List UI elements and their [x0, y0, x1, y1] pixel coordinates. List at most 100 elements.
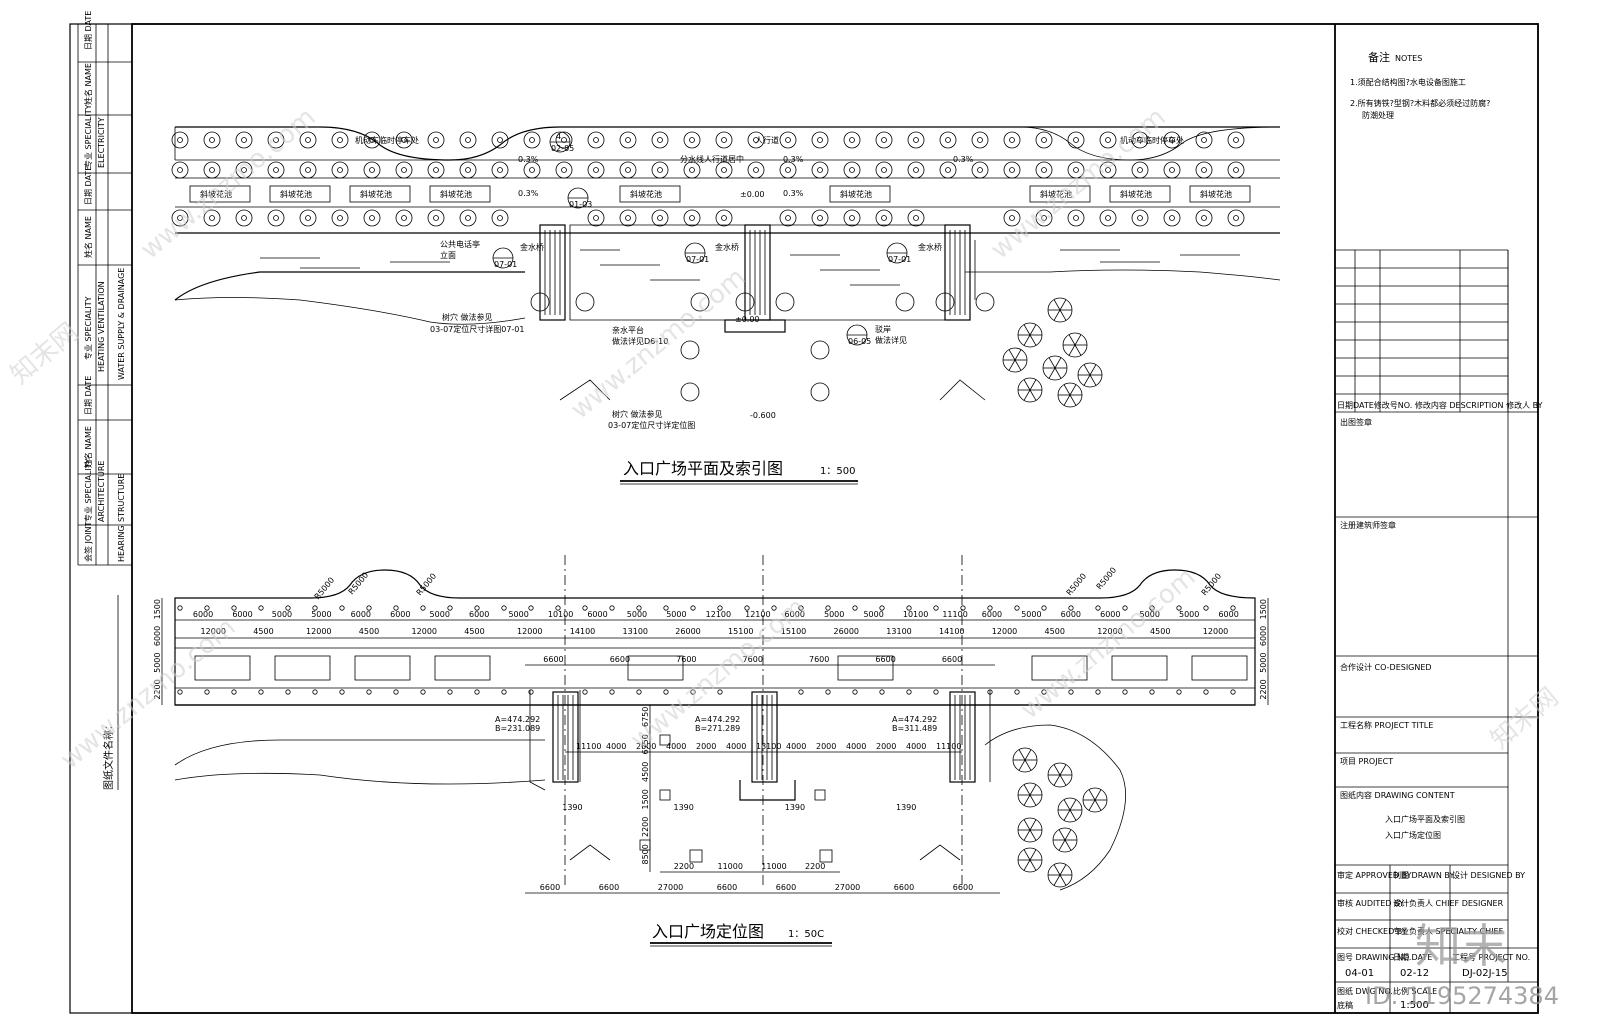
level-label: ±0.00 — [740, 190, 765, 199]
strip-date-1: 日期 DATE — [84, 11, 93, 50]
street-tree-symbol — [171, 161, 189, 179]
bridge-tree-symbol — [575, 292, 595, 312]
planter-label: 斜坡花池 — [1040, 189, 1072, 199]
cooperation-label: 合作设计 CO-DESIGNED — [1340, 662, 1432, 672]
planter-label: 斜坡花池 — [280, 189, 312, 199]
arc-a-label: A=474.292 — [495, 715, 540, 724]
tree-trunk-symbol — [977, 137, 983, 143]
tree-trunk-symbol — [1073, 215, 1079, 221]
tree-trunk-symbol — [465, 167, 471, 173]
tree-trunk-symbol — [593, 137, 599, 143]
street-tree-symbol — [363, 161, 381, 179]
dimension-label: 2000 — [876, 742, 896, 751]
strip-date-3: 日期 DATE — [84, 376, 93, 415]
street-tree-symbol — [459, 131, 477, 149]
tree-trunk-symbol — [1041, 215, 1047, 221]
location-tree-dot — [258, 689, 264, 695]
dimension-label: 6000 — [785, 610, 805, 619]
notes-title: 备注 — [1368, 50, 1390, 64]
cluster-tree-branch — [1023, 334, 1031, 346]
location-tree-dot — [528, 605, 534, 611]
dimension-label: 6600 — [942, 655, 962, 664]
tree-trunk-symbol — [753, 167, 759, 173]
cluster-tree-branch — [1058, 829, 1066, 841]
location-tree-dot — [474, 605, 480, 611]
tree-trunk-symbol — [1073, 167, 1079, 173]
location-tree-dot — [447, 689, 453, 695]
street-tree-rows — [171, 131, 1245, 402]
location-tree-dot — [717, 689, 723, 695]
tree-trunk-symbol — [1105, 215, 1111, 221]
cluster-tree-branch — [1063, 809, 1071, 821]
tree-trunk-symbol — [305, 137, 311, 143]
dimension-label-vertical: 2200 — [641, 817, 650, 837]
cluster-tree-branch — [1089, 364, 1097, 376]
dimension-label: 6600 — [776, 883, 796, 892]
location-tree-dot — [798, 689, 804, 695]
tree-trunk-symbol — [625, 215, 631, 221]
cluster-tree-branch — [1059, 299, 1067, 311]
sidewalk-label: 人行道 — [755, 135, 779, 145]
location-tree-dot — [285, 605, 291, 611]
scale-label: 比例 SCALE — [1393, 986, 1437, 996]
dimension-label: 26000 — [675, 627, 700, 636]
bridge-tree-symbol — [975, 292, 995, 312]
dimension-label: 6600 — [717, 883, 737, 892]
dimension-label: 12000 — [412, 627, 437, 636]
strip-name-2: 姓名 NAME — [83, 216, 93, 258]
street-tree-symbol — [939, 131, 957, 149]
dimension-label: 5000 — [1179, 610, 1199, 619]
cluster-tree-branch — [1029, 389, 1037, 401]
cluster-tree-branch — [1014, 349, 1022, 361]
file-label-2: 底稿 — [1337, 1000, 1353, 1010]
street-tree-symbol — [715, 161, 733, 179]
tree-trunk-symbol — [721, 167, 727, 173]
cluster-tree-branch — [1059, 874, 1067, 886]
location-tree-rows — [177, 605, 1236, 695]
street-tree-symbol — [1035, 131, 1053, 149]
cluster-tree-branch — [1059, 764, 1067, 776]
location-tree-dot — [636, 689, 642, 695]
project-label: 项目 PROJECT — [1340, 757, 1393, 766]
location-tree-dot — [987, 689, 993, 695]
tree-trunk-symbol — [977, 167, 983, 173]
date-value: 02-12 — [1400, 968, 1429, 979]
dimension-label: 2000 — [696, 742, 716, 751]
bridge-tree-symbol — [895, 292, 915, 312]
watermarks: www.znzmo.com www.znzmo.com www.znzmo.co… — [5, 102, 1564, 1010]
drawing-content-label: 图纸内容 DRAWING CONTENT — [1340, 790, 1455, 800]
street-tree-symbol — [491, 131, 509, 149]
location-tree-dot — [555, 605, 561, 611]
street-tree-symbol — [1067, 161, 1085, 179]
location-tree-dot — [1149, 605, 1155, 611]
left-signature-strip: 日期 DATE 姓名 NAME 专业 SPECIALITY ELECTRICIT… — [77, 11, 133, 790]
street-tree-symbol — [683, 209, 701, 227]
tree-trunk-symbol — [1041, 167, 1047, 173]
location-tree-dot — [1014, 605, 1020, 611]
strip-spec-1: 专业 SPECIALITY — [83, 104, 93, 168]
location-tree-dot — [825, 689, 831, 695]
strip-joint: 会签 JOINT — [83, 521, 93, 562]
watermark-site: www.znzmo.com — [1015, 562, 1201, 725]
cluster-tree-branch — [1023, 819, 1031, 831]
street-tree-symbol — [619, 209, 637, 227]
street-tree-symbol — [363, 209, 381, 227]
location-tree-dot — [285, 689, 291, 695]
dimension-label: 10100 — [548, 610, 573, 619]
tree-trunk-symbol — [273, 167, 279, 173]
location-tree-dot — [339, 605, 345, 611]
location-tree-dot — [1068, 689, 1074, 695]
tree-trunk-symbol — [1009, 215, 1015, 221]
street-tree-symbol — [1227, 161, 1245, 179]
street-tree-symbol — [459, 161, 477, 179]
cluster-tree-branch — [1059, 774, 1067, 786]
cluster-tree-branch — [1029, 324, 1037, 336]
tree-trunk-symbol — [625, 137, 631, 143]
strip-architecture: ARCHITECTURE — [97, 461, 106, 522]
tree-trunk-symbol — [1105, 137, 1111, 143]
tree-trunk-symbol — [561, 167, 567, 173]
location-tree-dot — [906, 605, 912, 611]
dimension-label: 12100 — [706, 610, 731, 619]
plaza-tree-symbol — [810, 340, 830, 360]
street-tree-symbol — [427, 209, 445, 227]
